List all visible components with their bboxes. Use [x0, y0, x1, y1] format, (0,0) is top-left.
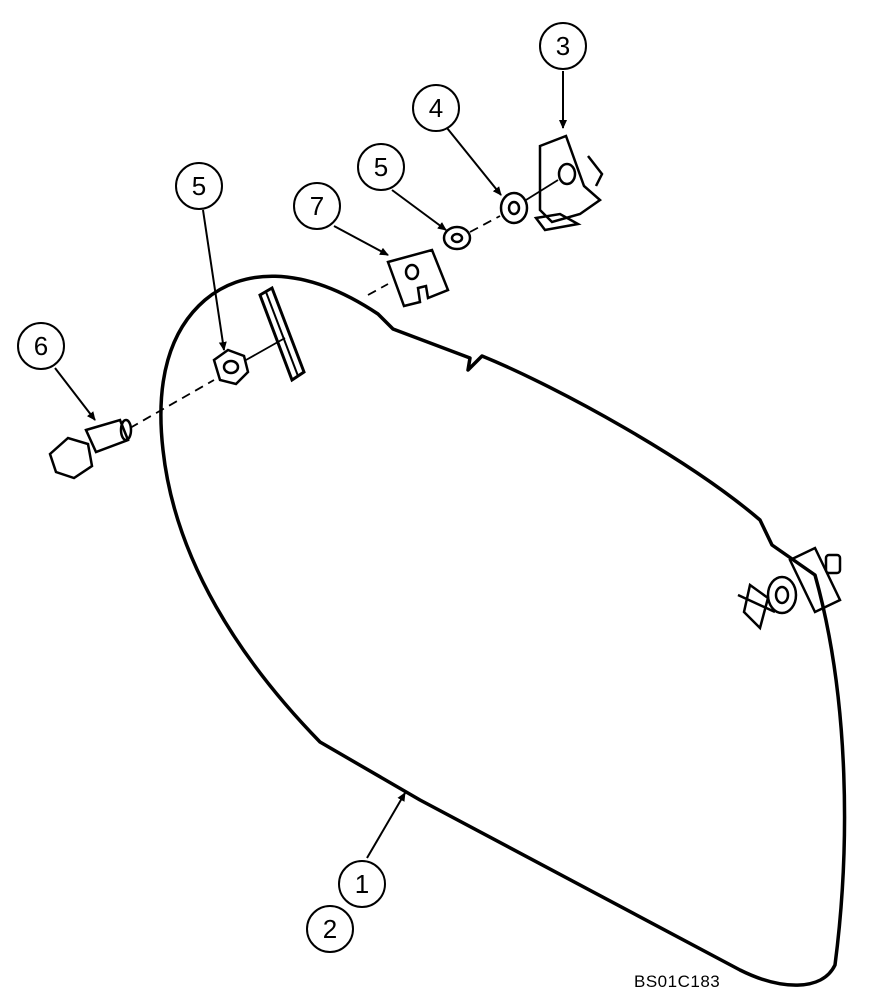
svg-text:7: 7: [310, 191, 324, 221]
callout-3: 3: [539, 22, 587, 70]
plate-slot: [258, 285, 306, 383]
assembly-axis: [129, 179, 559, 429]
callout-5-lower: 5: [175, 162, 223, 210]
svg-text:4: 4: [429, 93, 443, 123]
svg-text:5: 5: [192, 171, 206, 201]
clip-part-7: [386, 248, 450, 308]
callout-5-upper: 5: [357, 143, 405, 191]
callout-6: 6: [17, 322, 65, 370]
leader-lines: [54, 71, 567, 859]
callout-2: 2: [306, 905, 354, 953]
svg-text:5: 5: [374, 152, 388, 182]
svg-text:2: 2: [323, 914, 337, 944]
guard-plate-outline: [159, 274, 847, 987]
plate-slot-center: [265, 291, 299, 377]
washer-part-5-lower: [212, 348, 250, 386]
callout-4: 4: [412, 84, 460, 132]
svg-text:1: 1: [355, 869, 369, 899]
bracket-part-3: [533, 134, 604, 232]
washer-part-5-upper: [442, 225, 472, 251]
callout-7: 7: [293, 182, 341, 230]
svg-text:3: 3: [556, 31, 570, 61]
bolt-part-6: [48, 418, 133, 480]
drawing-id: BS01C183: [634, 972, 721, 991]
svg-text:6: 6: [34, 331, 48, 361]
callout-1: 1: [338, 860, 386, 908]
spacer-part-4: [499, 191, 529, 225]
side-latch: [737, 546, 842, 631]
